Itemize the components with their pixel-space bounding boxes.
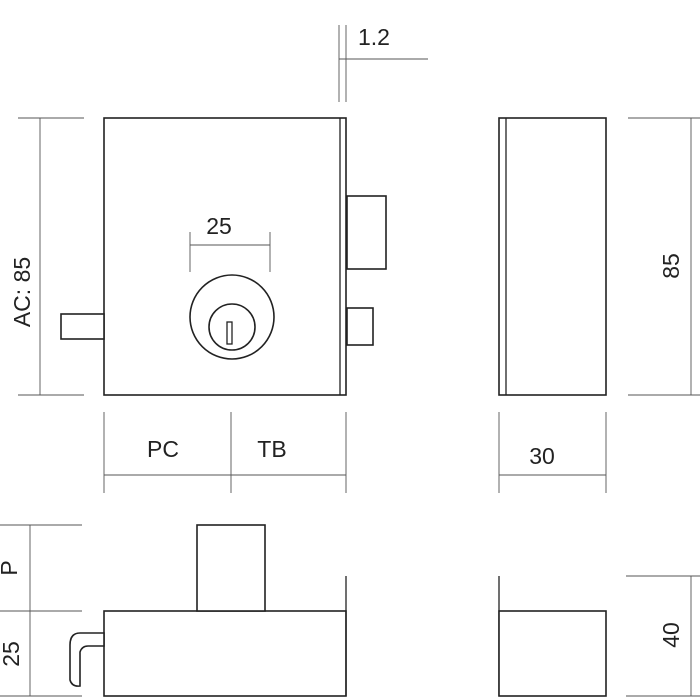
label-p: P xyxy=(0,560,22,575)
side-bottom-body xyxy=(498,610,607,697)
label-bottom-left: 25 xyxy=(0,641,24,667)
top-bolt xyxy=(196,524,266,612)
handle-lever-icon xyxy=(69,632,105,687)
keyhole-icon xyxy=(226,321,233,345)
front-left-stub xyxy=(60,313,105,340)
side-lock-body xyxy=(498,117,607,396)
label-height-front: AC: 85 xyxy=(9,257,35,327)
label-key-spacing: 25 xyxy=(206,213,232,239)
label-depth-side: 30 xyxy=(529,443,555,469)
dimension-depth-side: 30 xyxy=(498,412,607,493)
label-height-side: 85 xyxy=(658,253,684,279)
dimension-height-side: 85 xyxy=(628,117,700,396)
side-bottom-view xyxy=(498,576,607,697)
dimension-key-spacing: 25 xyxy=(189,213,271,272)
dimension-plate-thickness: 1.2 xyxy=(338,24,428,102)
dimension-bottom-right: 40 xyxy=(626,575,700,697)
front-latch-bolt xyxy=(346,195,387,270)
dimension-pc-tb: PC TB xyxy=(103,412,347,493)
label-pc: PC xyxy=(147,436,179,462)
top-lock-body xyxy=(103,610,347,697)
label-bottom-right: 40 xyxy=(658,622,684,648)
dimension-height-front: AC: 85 xyxy=(9,117,84,396)
front-view xyxy=(60,117,387,396)
top-view xyxy=(69,524,347,697)
front-dead-bolt xyxy=(346,307,374,346)
label-tb: TB xyxy=(257,436,286,462)
dimension-p-25: P 25 xyxy=(0,524,82,697)
label-plate-thickness: 1.2 xyxy=(358,24,390,50)
side-view xyxy=(498,117,607,396)
